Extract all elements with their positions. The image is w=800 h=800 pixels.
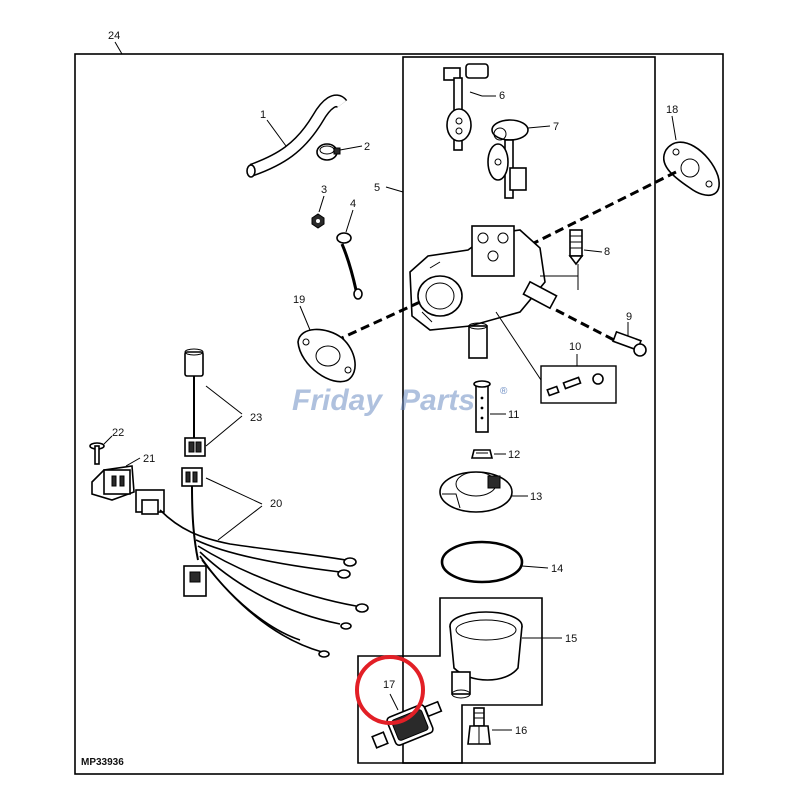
callout-19: 19: [293, 294, 305, 306]
callout-2: 2: [364, 141, 370, 153]
carburetor-assembly-box: [402, 56, 656, 764]
callout-4: 4: [350, 198, 356, 210]
part-18-gasket: [663, 141, 720, 197]
callout-8: 8: [604, 246, 610, 258]
drawing-code: MP33936: [81, 757, 124, 768]
callout-3: 3: [321, 184, 327, 196]
callout-16: 16: [515, 725, 527, 737]
part-13-float: [439, 471, 513, 513]
part-21-relay: [91, 465, 135, 501]
svg-text:®: ®: [500, 386, 508, 397]
part-23-connector: [184, 348, 206, 457]
callout-7: 7: [553, 121, 559, 133]
part-19-gasket: [297, 328, 356, 383]
watermark: Friday Parts ®: [292, 384, 508, 417]
part-20-wiring-harness: [135, 467, 369, 658]
callout-22: 22: [112, 427, 124, 439]
part-9-screw: [555, 308, 647, 357]
callout-6: 6: [499, 90, 505, 102]
svg-text:Parts: Parts: [400, 384, 475, 417]
part-15-float-bowl: [449, 611, 523, 699]
callout-21: 21: [143, 453, 155, 465]
callout-17: 17: [383, 679, 395, 691]
part-14-o-ring: [440, 540, 524, 584]
part-10-jet-kit: [540, 365, 617, 404]
outer-frame: [74, 53, 724, 775]
callout-12: 12: [508, 449, 520, 461]
part-17-fuel-solenoid: [371, 700, 443, 749]
frame-number: 24: [108, 30, 120, 42]
callout-5: 5: [374, 182, 380, 194]
callout-10: 10: [569, 341, 581, 353]
part-16-bolt: [467, 707, 491, 745]
callout-13: 13: [530, 491, 542, 503]
callout-20: 20: [270, 498, 282, 510]
part-5-carburetor-body: [409, 225, 558, 359]
part-12-main-jet: [470, 449, 494, 459]
callout-11: 11: [508, 409, 519, 421]
part-3-nut: [311, 213, 325, 229]
highlight-circle-part-17: [355, 655, 425, 725]
part-7-choke-shaft: [487, 119, 529, 199]
part-1-fuel-hose: [246, 94, 348, 178]
callout-15: 15: [565, 633, 577, 645]
part-2-clamp: [316, 143, 341, 161]
callout-1: 1: [260, 109, 266, 121]
svg-text:Friday: Friday: [292, 384, 383, 417]
part-11-emulsion-tube: [473, 380, 491, 433]
part-4-ground-wire: [336, 232, 363, 300]
bowl-solenoid-box: [357, 597, 543, 764]
part-6-throttle-shaft: [443, 63, 489, 151]
part-8-idle-screw: [568, 229, 584, 266]
callout-18: 18: [666, 104, 678, 116]
callout-23: 23: [250, 412, 262, 424]
part-22-screw: [89, 442, 105, 465]
callout-14: 14: [551, 563, 563, 575]
frame-number-leader: [114, 41, 123, 55]
callout-9: 9: [626, 311, 632, 323]
